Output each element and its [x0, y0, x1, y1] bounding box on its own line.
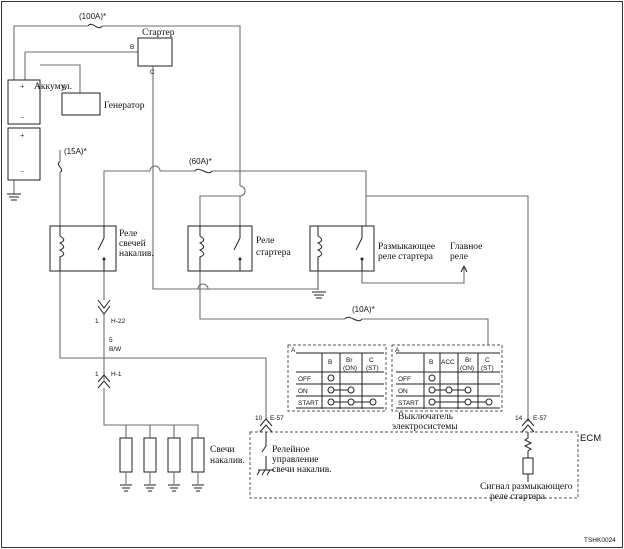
switch-left-row-on: ON: [298, 388, 308, 395]
e57-right-label: E-57: [533, 415, 547, 422]
switch-right-row-on: ON: [398, 388, 408, 395]
glow-plugs: Свечи накалив.: [119, 425, 245, 492]
fuse-10a-label: (10A)*: [352, 305, 375, 314]
ignition-switch-label-1: Выключатель: [398, 412, 454, 422]
switch-left-row-off: OFF: [298, 376, 311, 383]
fuse-100a-label: (100A)*: [79, 12, 106, 21]
switch-right-header-st: (ST): [481, 365, 494, 372]
switch-right-header-acc: ACC: [441, 359, 455, 366]
fuse-15a-label: (15A)*: [64, 147, 87, 156]
main-relay-label-1: Главное: [450, 242, 482, 252]
switch-left-header-on: (ON): [343, 365, 357, 372]
h22-label: H-22: [111, 318, 125, 325]
glow-plug-ground-icon: [120, 484, 204, 492]
figure-code: TSHK0024: [584, 537, 616, 544]
battery-minus: −: [20, 113, 25, 122]
interrupt-relay: Размыкающее реле стартера: [309, 225, 435, 299]
h1-label: H-1: [111, 371, 122, 378]
switch-left-header-br: Br: [346, 357, 353, 364]
fuse-10a: (10A)*: [344, 305, 375, 322]
starter-terminal-b: B: [130, 44, 134, 51]
glow-relay: Реле свечей накалив.: [49, 225, 154, 272]
switch-right-row-off: OFF: [398, 376, 411, 383]
switch-left-corner: A: [291, 347, 296, 354]
glow-relay-label-3: накалив.: [119, 249, 154, 259]
wire-size: 5: [109, 337, 113, 344]
fuse-60a: (60A)*: [189, 157, 213, 174]
main-relay: Главное реле: [450, 242, 482, 273]
h1-pin: 1: [95, 371, 99, 378]
starter-relay-label-1: Реле: [256, 236, 274, 246]
glow-plugs-label-2: накалив.: [210, 456, 245, 466]
starter-relay: Реле стартера: [187, 225, 291, 272]
battery: + − + − Аккумул.: [7, 79, 72, 201]
battery2-minus: −: [20, 167, 25, 176]
wire-crossings: [149, 165, 246, 290]
glow-plug-4: [191, 437, 205, 473]
battery-plus: +: [20, 82, 25, 91]
battery-ground-icon: [7, 193, 21, 201]
generator-label: Генератор: [104, 101, 145, 111]
switch-right-header-c: C: [485, 357, 490, 364]
switch-right-row-start: START: [398, 400, 419, 407]
ecm-glow-control-1: Релейное: [272, 444, 310, 455]
ecm-glow-control-3: свечи накалив.: [272, 465, 332, 475]
starter-terminal-c: C: [150, 69, 155, 76]
e57-right-pin: 14: [515, 415, 523, 422]
generator-terminal-b: B: [62, 85, 66, 92]
wire-color: B/W: [109, 346, 122, 353]
interrupt-relay-label-2: реле стартера: [378, 252, 434, 262]
starter-relay-label-2: стартера: [256, 248, 291, 258]
starter: Стартер B C: [130, 28, 175, 76]
glow-plugs-label-1: Свечи: [210, 445, 235, 455]
ecm-label: ECM: [580, 433, 601, 444]
connector-h22: 1 H-22 5 B/W: [95, 299, 125, 380]
glow-plug-3: [167, 437, 181, 473]
switch-right-header-on: (ON): [460, 365, 474, 372]
switch-left-header-st: (ST): [366, 365, 379, 372]
switch-left-header-b: B: [328, 359, 332, 366]
switch-right-header-br: Br: [465, 357, 472, 364]
switch-left-row-start: START: [298, 400, 319, 407]
fuse-100a: (100A)*: [79, 12, 106, 29]
ecm-starter-signal-2: реле стартера: [490, 492, 546, 502]
switch-left-header-c: C: [369, 357, 374, 364]
ignition-switch-label-2: электросистемы: [392, 422, 458, 432]
glow-relay-label-1: Реле: [119, 229, 137, 239]
starter-label: Стартер: [142, 28, 175, 38]
glow-plug-2: [143, 437, 157, 473]
ecm: ECM 10 E-57 Релейное управление свечи на…: [249, 415, 601, 502]
switch-right-corner: A: [395, 347, 400, 354]
connector-h1: 1 H-1: [95, 371, 122, 389]
glow-relay-label-2: свечей: [119, 238, 146, 249]
glow-plug-1: [119, 437, 133, 473]
interrupt-relay-label-1: Размыкающее: [378, 242, 435, 252]
interrupt-relay-ground-icon: [312, 291, 326, 299]
ecm-ground-icon: [256, 469, 274, 476]
fuse-60a-label: (60A)*: [189, 157, 212, 166]
switch-right-header-b: B: [429, 359, 433, 366]
ecm-starter-signal-1: Сигнал размыкающего: [480, 482, 573, 492]
ignition-switch-right: A B ACC Br (ON) C (ST) OFF ON START: [391, 344, 503, 412]
battery-label: Аккумул.: [34, 82, 72, 92]
ignition-switch-left: A B Br (ON) C (ST) OFF ON START: [287, 344, 387, 412]
battery2-plus: +: [20, 131, 25, 140]
e57-left-pin: 10: [255, 415, 263, 422]
ecm-connector-10: 10 E-57 Релейное управление свечи накали…: [255, 415, 332, 476]
ecm-connector-14: 14 E-57 Сигнал размыкающего реле стартер…: [480, 415, 573, 502]
h22-pin: 1: [95, 318, 99, 325]
e57-left-label: E-57: [270, 415, 284, 422]
ecm-glow-control-2: управление: [272, 455, 319, 465]
generator: B Генератор: [61, 85, 145, 116]
main-relay-label-2: реле: [450, 252, 468, 262]
fuse-15a: (15A)*: [57, 147, 87, 173]
